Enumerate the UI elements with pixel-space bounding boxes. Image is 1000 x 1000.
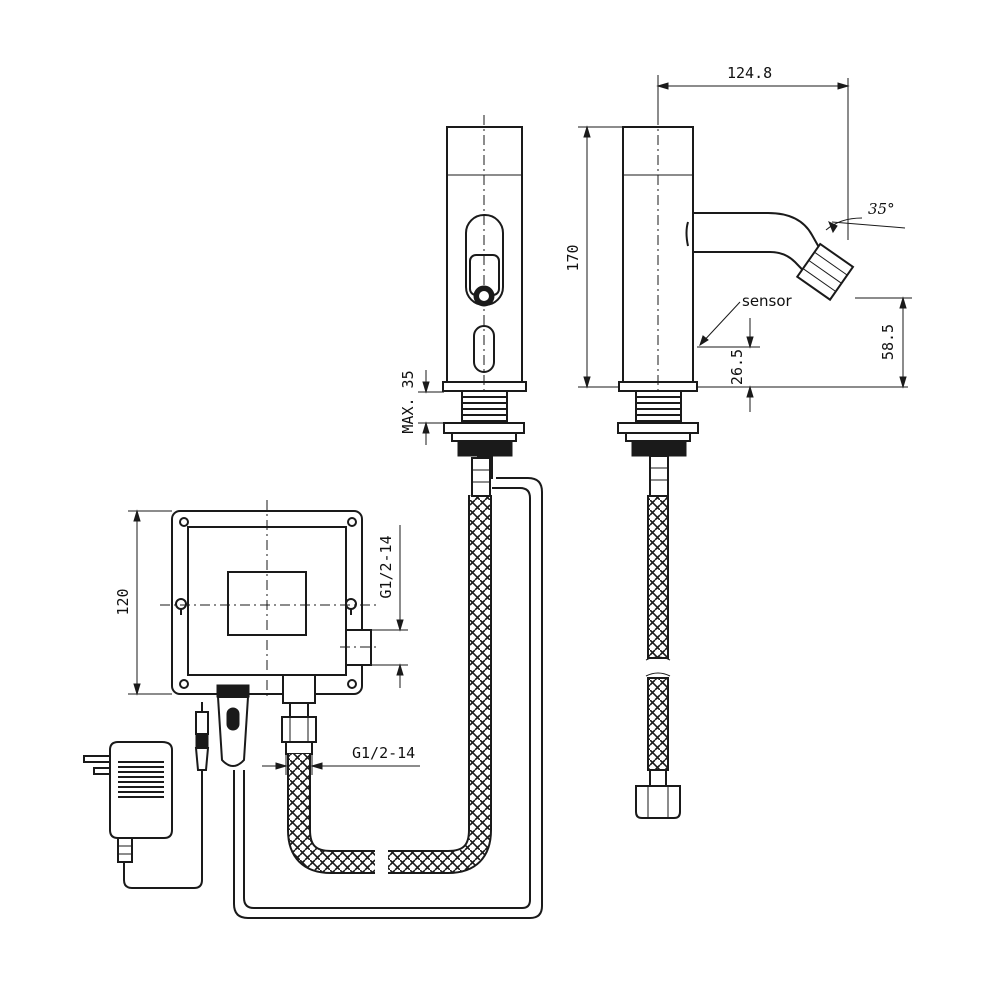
label-sensor-height: 26.5 bbox=[728, 349, 746, 385]
sensor-cable-inner bbox=[243, 487, 531, 909]
label-outlet-height: 58.5 bbox=[879, 324, 897, 360]
connections bbox=[123, 457, 543, 919]
dimension-labels: 124.8 35° 170 sensor 26.5 58.5 MAX. 35 1… bbox=[114, 64, 897, 762]
label-box-inlet-thread: G1/2-14 bbox=[377, 535, 395, 598]
adapter-cable bbox=[123, 770, 203, 889]
braided-hose-from-faucet bbox=[388, 495, 490, 872]
dc-plug bbox=[195, 711, 209, 735]
label-hose-thread: G1/2-14 bbox=[352, 744, 415, 762]
braided-hose-to-box bbox=[289, 754, 375, 872]
label-spout-reach: 124.8 bbox=[727, 64, 772, 82]
label-height: 170 bbox=[564, 244, 582, 271]
lock-nut-side bbox=[631, 440, 687, 457]
cable-connector bbox=[216, 696, 250, 767]
adapter-body bbox=[109, 741, 173, 839]
box-hose-nut bbox=[281, 716, 317, 743]
label-max-thickness: MAX. 35 bbox=[399, 370, 417, 433]
label-spout-angle: 35° bbox=[868, 200, 895, 218]
lock-nut-front bbox=[457, 440, 513, 457]
mounting-shank-side bbox=[635, 390, 682, 424]
mounting-shank-front bbox=[461, 390, 508, 424]
control-box bbox=[160, 500, 380, 767]
spout-bottom bbox=[693, 251, 821, 289]
spout-aerator bbox=[795, 242, 855, 302]
sensor-eye bbox=[473, 325, 495, 373]
spout-top bbox=[693, 212, 826, 259]
power-adapter bbox=[83, 702, 210, 863]
hose-nut-side bbox=[635, 785, 681, 819]
label-sensor: sensor bbox=[742, 292, 793, 310]
label-box-height: 120 bbox=[114, 588, 132, 615]
dimension-lines bbox=[128, 78, 912, 775]
box-bottom-inlet bbox=[282, 674, 316, 704]
front-view bbox=[442, 115, 527, 479]
sensor-cable-outer bbox=[233, 477, 543, 919]
side-view bbox=[617, 75, 855, 819]
adapter-prong-bottom bbox=[93, 767, 111, 775]
adapter-prong-top bbox=[83, 755, 111, 763]
braided-hose-side bbox=[647, 495, 669, 659]
